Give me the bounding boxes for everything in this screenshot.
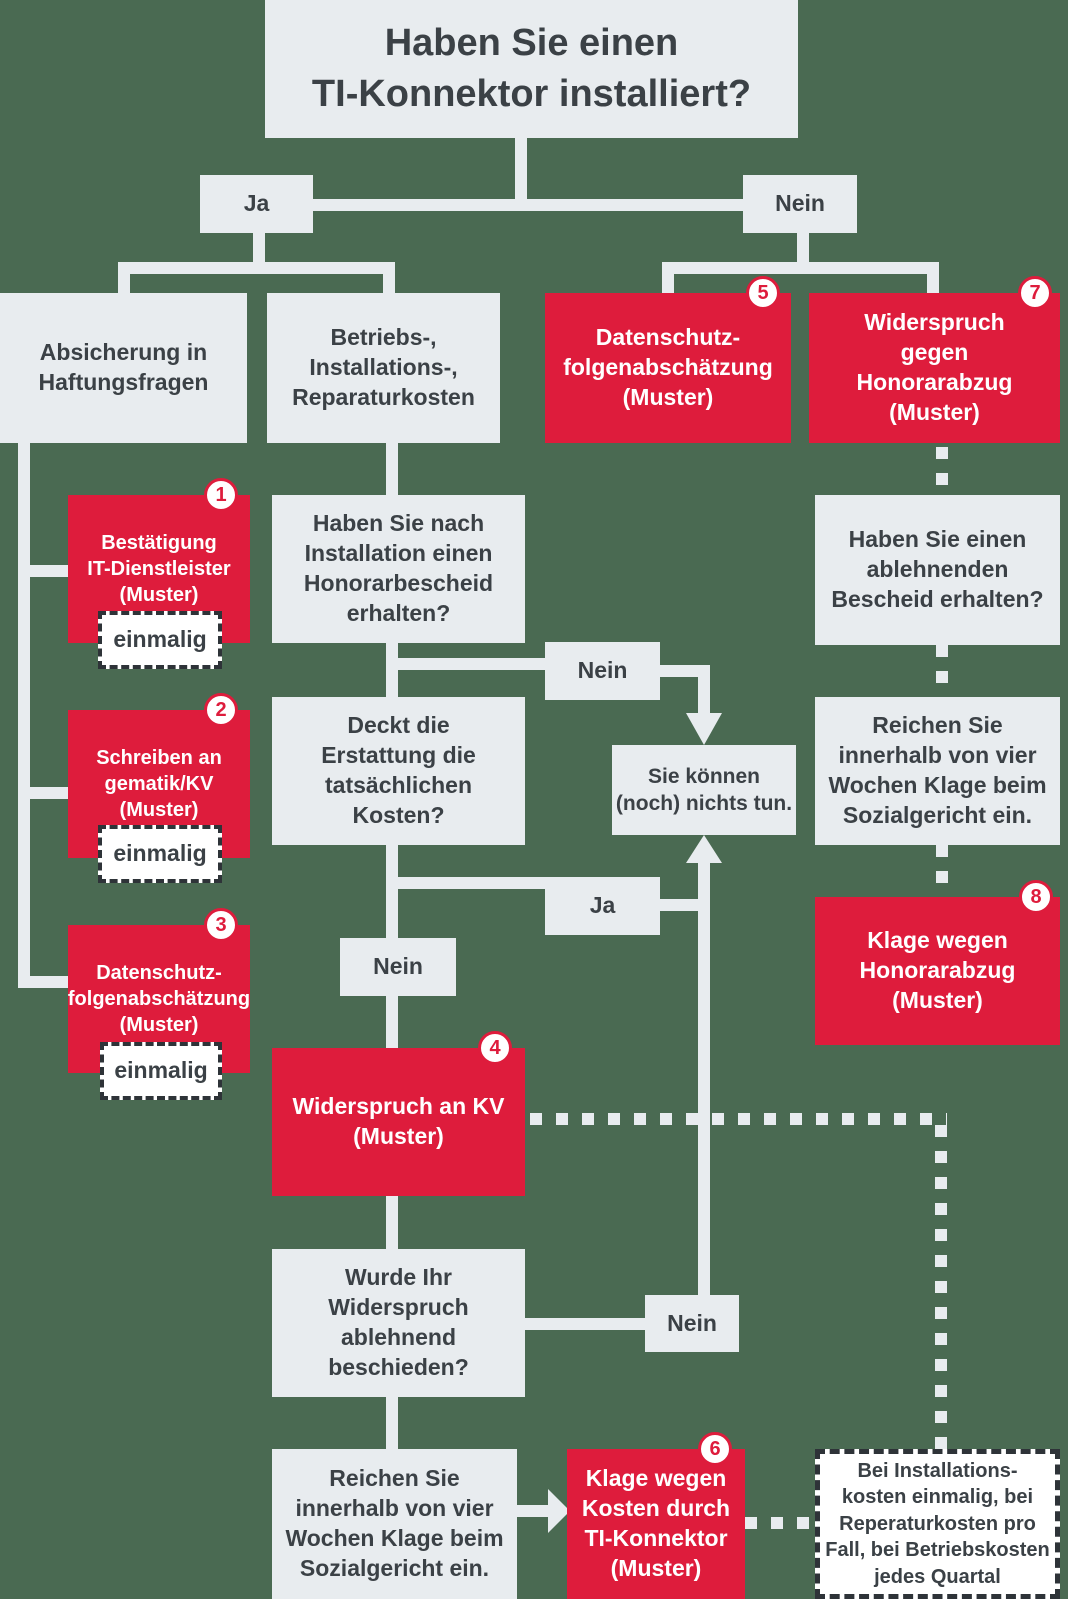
step-number-6: 6	[698, 1432, 732, 1466]
connector-right-horizontal	[662, 262, 939, 274]
step-number-8: 8	[1019, 880, 1053, 914]
dotted-doc4-vertical	[935, 1125, 947, 1449]
doc-widerspruch-honorarabzug-7: Widerspruch gegen Honorarabzug (Muster)	[809, 293, 1060, 443]
arrow-right-icon	[548, 1489, 570, 1533]
connector-right-stub-a	[662, 262, 674, 293]
step-number-5: 5	[746, 276, 780, 310]
step-number-4: 4	[478, 1031, 512, 1065]
arrow-up-icon	[686, 835, 722, 863]
page-title: Haben Sie einen TI-Konnektor installiert…	[265, 0, 798, 138]
connector-left-stub-a	[118, 262, 130, 293]
note-kosten-haeufigkeit: Bei Installations- kosten einmalig, bei …	[815, 1449, 1060, 1599]
label-nein-erstattung: Nein	[340, 938, 456, 996]
connector-ja-down	[253, 233, 265, 267]
node-nichts-tun: Sie können (noch) nichts tun.	[612, 745, 796, 835]
node-klage-sozialgericht-links: Reichen Sie innerhalb von vier Wochen Kl…	[272, 1449, 517, 1599]
badge-einmalig-3: einmalig	[100, 1042, 222, 1100]
label-ja-erstattung: Ja	[545, 877, 660, 935]
connector-nein1-shaft	[698, 665, 710, 713]
question-widerspruch-abgelehnt: Wurde Ihr Widerspruch ablehnend beschied…	[272, 1249, 525, 1397]
connector-stub-doc3	[24, 976, 68, 988]
connector-top-horizontal	[313, 199, 743, 211]
label-nein-widerspruch: Nein	[645, 1295, 739, 1352]
connector-klage6-shaft	[517, 1505, 550, 1517]
dotted-doc6-horizontal	[745, 1517, 815, 1529]
connector-ja1-right	[660, 899, 710, 911]
arrow-down-icon	[686, 713, 722, 745]
doc-klage-honorarabzug-8: Klage wegen Honorarabzug (Muster)	[815, 897, 1060, 1045]
label-nein-honorarbescheid: Nein	[545, 642, 660, 700]
dotted-doc4-horizontal	[530, 1113, 947, 1125]
branch-label-ja: Ja	[200, 175, 313, 233]
connector-mid-vertical	[698, 863, 710, 1295]
connector-ja1-branch	[392, 877, 545, 889]
connector-left-stub-b	[383, 262, 395, 293]
connector-doc4-down	[386, 1196, 398, 1249]
node-betriebskosten: Betriebs-, Installations-, Reparaturkost…	[267, 293, 500, 443]
step-number-1: 1	[204, 478, 238, 512]
branch-label-nein: Nein	[743, 175, 857, 233]
badge-einmalig-2: einmalig	[98, 825, 222, 883]
question-honorarbescheid: Haben Sie nach Installation einen Honora…	[272, 495, 525, 643]
question-ablehnender-bescheid: Haben Sie einen ablehnenden Bescheid erh…	[815, 495, 1060, 645]
connector-nein1-branch	[392, 658, 545, 670]
node-klage-sozialgericht-rechts: Reichen Sie innerhalb von vier Wochen Kl…	[815, 697, 1060, 845]
connector-q3-down	[386, 1397, 398, 1449]
connector-nein1-right	[660, 665, 710, 677]
connector-left-horizontal	[118, 262, 395, 274]
step-number-2: 2	[204, 693, 238, 727]
doc-datenschutz-5: Datenschutz- folgenabschätzung (Muster)	[545, 293, 791, 443]
step-number-7: 7	[1018, 276, 1052, 310]
connector-betriebs-down	[386, 443, 398, 495]
connector-q3-branch	[525, 1318, 645, 1330]
dotted-right-seg3	[936, 845, 948, 897]
connector-stub-doc2	[24, 787, 68, 799]
doc-klage-kosten-6: Klage wegen Kosten durch TI-Konnektor (M…	[567, 1449, 745, 1599]
dotted-right-seg1	[936, 447, 948, 495]
connector-nein-down	[797, 233, 809, 267]
connector-stub-doc1	[24, 565, 68, 577]
doc-widerspruch-kv-4: Widerspruch an KV (Muster)	[272, 1048, 525, 1196]
connector-title-down	[515, 138, 527, 206]
connector-right-stub-b	[927, 262, 939, 293]
connector-absicherung-down	[18, 443, 30, 988]
dotted-right-seg2	[936, 645, 948, 697]
question-erstattung: Deckt die Erstattung die tatsächlichen K…	[272, 697, 525, 845]
step-number-3: 3	[204, 908, 238, 942]
connector-q1-down	[386, 643, 398, 697]
badge-einmalig-1: einmalig	[98, 611, 222, 669]
node-absicherung: Absicherung in Haftungsfragen	[0, 293, 247, 443]
